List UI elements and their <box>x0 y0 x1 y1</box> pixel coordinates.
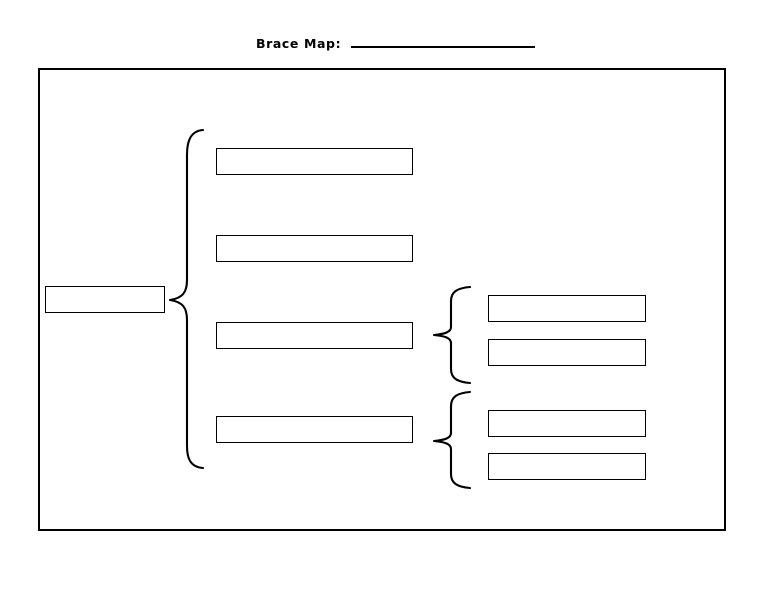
subpart-box-4-2[interactable] <box>488 453 646 480</box>
topic-box-text <box>46 287 164 312</box>
subpart-box-3-2-text <box>489 340 645 365</box>
part-box-4-text <box>217 417 412 442</box>
subpart-box-3-1-text <box>489 296 645 321</box>
part-box-4[interactable] <box>216 416 413 443</box>
page-title: Brace Map: <box>256 36 342 51</box>
subpart-box-4-1[interactable] <box>488 410 646 437</box>
worksheet-title: Brace Map: <box>256 32 536 51</box>
part-box-2-text <box>217 236 412 261</box>
subpart-box-4-1-text <box>489 411 645 436</box>
part-box-2[interactable] <box>216 235 413 262</box>
part-box-1[interactable] <box>216 148 413 175</box>
topic-box[interactable] <box>45 286 165 313</box>
part-box-3-text <box>217 323 412 348</box>
part-box-3[interactable] <box>216 322 413 349</box>
subpart-box-3-1[interactable] <box>488 295 646 322</box>
subpart-box-4-2-text <box>489 454 645 479</box>
title-blank-line[interactable] <box>351 32 536 48</box>
subpart-box-3-2[interactable] <box>488 339 646 366</box>
part-box-1-text <box>217 149 412 174</box>
